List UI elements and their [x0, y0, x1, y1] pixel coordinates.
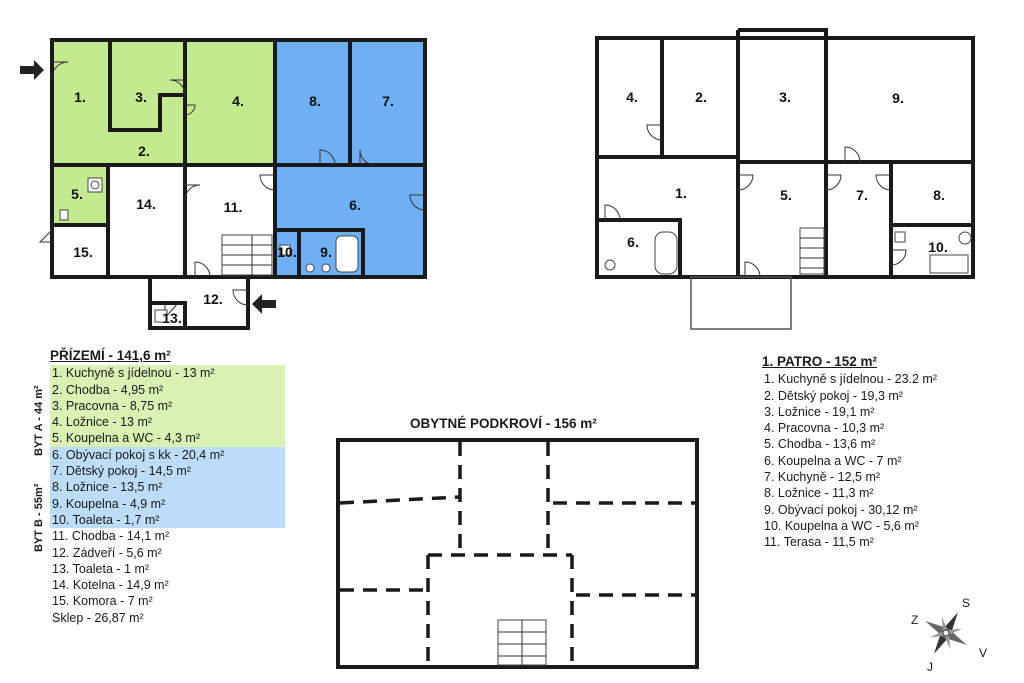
attic-title: OBYTNÉ PODKROVÍ - 156 m²	[410, 416, 597, 431]
legend-item: 4. Pracovna - 10,3 m²	[764, 421, 885, 436]
room-number-label: 14.	[136, 196, 155, 212]
stairs-icon	[799, 227, 825, 275]
room-number-label: 8.	[933, 187, 945, 203]
legend-item: 8. Ložnice - 13,5 m²	[50, 479, 285, 496]
room-number-label: 9.	[320, 244, 332, 260]
legend-item: 14. Kotelna - 14,9 m²	[52, 578, 169, 593]
compass-east-label: V	[979, 646, 988, 660]
legend-item: 5. Koupelna a WC - 4,3 m²	[50, 430, 285, 447]
entrance-arrow-icon	[252, 294, 276, 314]
first-floor-title: 1. PATRO - 152 m²	[762, 354, 878, 369]
ground-floor-plan: 1. 2. 3. 4. 5. 6. 7. 8. 9. 10. 11. 12. 1…	[20, 38, 427, 330]
legend-item: 1. Kuchyně s jídelnou - 13 m²	[50, 365, 285, 382]
compass-rose-icon	[925, 612, 967, 654]
room-number-label: 4.	[232, 93, 244, 109]
legend-item: 2. Dětský pokoj - 19,3 m²	[764, 388, 903, 403]
stairs-icon	[497, 619, 547, 666]
legend-item: 7. Kuchyně - 12,5 m²	[764, 470, 881, 485]
room-number-label: 1.	[74, 89, 86, 105]
room-number-label: 5.	[780, 187, 792, 203]
legend-item: 6. Obývací pokoj s kk - 20,4 m²	[50, 446, 285, 464]
room-number-label: 2.	[695, 89, 707, 105]
legend-item: 9. Obývací pokoj - 30,12 m²	[764, 502, 918, 517]
room-number-label: 6.	[349, 197, 361, 213]
legend-item: 3. Pracovna - 8,75 m²	[50, 397, 285, 415]
room-number-label: 7.	[382, 93, 394, 109]
legend-item: 15. Komora - 7 m²	[52, 594, 153, 609]
apartment-b-label: BYT B - 55m²	[33, 483, 45, 552]
room-number-label: 6.	[627, 234, 639, 250]
compass-west-label: Z	[911, 613, 919, 627]
room-number-label: 7.	[856, 187, 868, 203]
legend-item: 11. Terasa - 11,5 m²	[764, 535, 874, 550]
room-number-label: 9.	[892, 90, 904, 106]
legend-item: 5. Chodba - 13,6 m²	[764, 437, 876, 452]
ground-floor-legend: PŘÍZEMÍ - 141,6 m² 1. Kuchyně s jídelnou…	[50, 348, 285, 626]
first-floor-plan: 1. 2. 3. 4. 5. 6. 7. 8. 9. 10.	[595, 28, 975, 330]
room-number-label: 8.	[309, 93, 321, 109]
legend-item: Sklep - 26,87 m²	[52, 610, 144, 625]
stairs-icon	[221, 234, 273, 276]
legend-item: 7. Dětský pokoj - 14,5 m²	[50, 463, 285, 480]
room-number-label: 3.	[779, 89, 791, 105]
room-number-label: 12.	[203, 291, 222, 307]
room-number-label: 15.	[73, 244, 92, 260]
room-number-label: 2.	[138, 143, 150, 159]
apartment-a-label: BYT A - 44 m²	[33, 385, 45, 456]
legend-item: 10. Toaleta - 1,7 m²	[50, 511, 285, 529]
room-number-label: 5.	[71, 186, 83, 202]
room-number-label: 13.	[162, 310, 181, 326]
first-floor-legend: 1. PATRO - 152 m² 1. Kuchyně s jídelnou …	[762, 354, 992, 551]
room-number-label: 1.	[675, 185, 687, 201]
room-number-label: 11.	[224, 199, 243, 215]
legend-item: 9. Koupelna - 4,9 m²	[50, 495, 285, 512]
legend-item: 12. Zádveří - 5,6 m²	[52, 545, 162, 560]
legend-item: 4. Ložnice - 13 m²	[50, 414, 285, 431]
ground-floor-title: PŘÍZEMÍ - 141,6 m²	[50, 348, 171, 363]
room-number-label: 4.	[626, 89, 638, 105]
attic-plan	[336, 438, 699, 669]
terrace-outline	[690, 276, 792, 330]
room-number-label: 10.	[277, 244, 296, 260]
compass-south-label: J	[927, 660, 933, 674]
entrance-arrow-icon	[20, 60, 44, 80]
legend-item: 3. Ložnice - 19,1 m²	[764, 404, 875, 419]
legend-item: 10. Koupelna a WC - 5,6 m²	[764, 518, 919, 533]
legend-item: 13. Toaleta - 1 m²	[52, 561, 150, 576]
legend-item: 8. Ložnice - 11,3 m²	[764, 486, 874, 501]
compass-north-label: S	[962, 596, 971, 610]
room-number-label: 10.	[928, 239, 947, 255]
legend-item: 1. Kuchyně s jídelnou - 23.2 m²	[764, 372, 938, 387]
legend-item: 2. Chodba - 4,95 m²	[50, 381, 285, 398]
ground-apartment-a-area	[52, 40, 275, 165]
room-number-label: 3.	[135, 89, 147, 105]
legend-item: 11. Chodba - 14,1 m²	[52, 529, 170, 544]
legend-item: 6. Koupelna a WC - 7 m²	[764, 453, 902, 468]
